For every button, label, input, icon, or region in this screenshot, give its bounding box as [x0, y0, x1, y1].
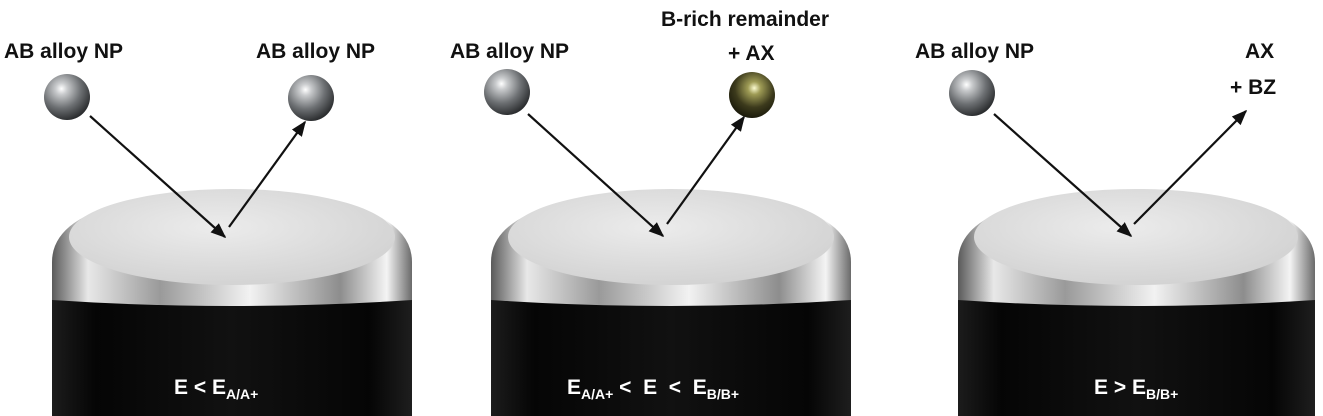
outgoing-label-1: AB alloy NP [256, 40, 376, 63]
electrode-1 [52, 189, 412, 416]
outgoing-arrow-1 [228, 120, 306, 228]
outgoing-particle-1 [288, 75, 334, 121]
incoming-arrow-3 [993, 113, 1133, 238]
outgoing-label-3-line1: AX [1245, 40, 1275, 63]
incoming-label-3: AB alloy NP [915, 40, 1035, 63]
outgoing-label-3-line2: + BZ [1230, 76, 1277, 99]
outgoing-arrow-2 [666, 115, 745, 225]
incoming-label-1: AB alloy NP [4, 40, 124, 63]
condition-label-2: EA/A+ < E < EB/B+ [567, 376, 739, 402]
outgoing-particle-2 [729, 72, 775, 118]
condition-label-1: E < EA/A+ [174, 376, 259, 402]
incoming-particle-1 [44, 74, 90, 120]
incoming-particle-3 [949, 70, 995, 116]
incoming-arrow-2 [527, 113, 665, 238]
incoming-label-2: AB alloy NP [450, 40, 570, 63]
incoming-arrow-1 [89, 115, 227, 239]
outgoing-arrow-3 [1133, 109, 1248, 225]
electrode-3 [958, 189, 1315, 416]
condition-label-3: E > EB/B+ [1094, 376, 1179, 402]
outgoing-label-2-line1: B-rich remainder [660, 8, 830, 31]
incoming-particle-2 [484, 69, 530, 115]
electrode-2 [491, 189, 851, 416]
outgoing-label-2-line2: + AX [728, 42, 775, 65]
